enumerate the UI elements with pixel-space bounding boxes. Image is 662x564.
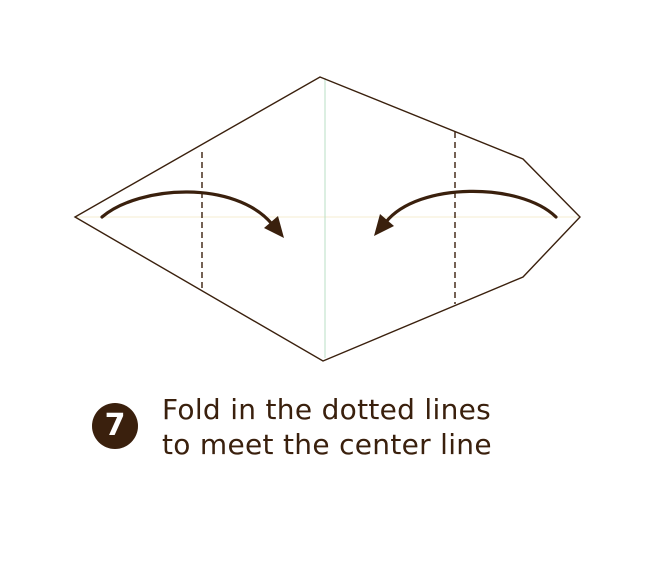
paper-outline [73,76,581,362]
step-number-badge: 7 [92,403,138,449]
instruction-line-2: to meet the center line [162,428,492,461]
step-instruction: Fold in the dotted lines to meet the cen… [162,392,602,462]
left-curved-arrow-icon [100,190,284,238]
right-curved-arrow-icon [374,189,558,236]
instruction-line-1: Fold in the dotted lines [162,393,492,426]
